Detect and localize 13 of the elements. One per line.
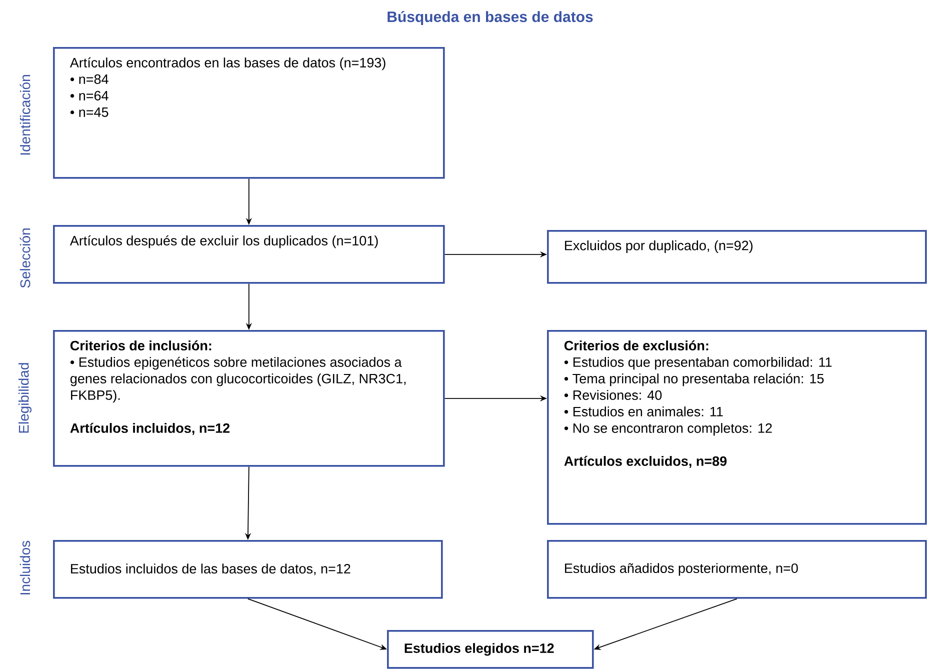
phase-label: Elegibilidad (18, 363, 32, 433)
process-box: Artículos encontrados en las bases de datos (n=193) • n=84 • n=64 • n=45 (53, 47, 445, 179)
process-box: Estudios incluidos de las bases de datos, n=12 (53, 540, 443, 599)
phase-label: Selección (20, 228, 30, 288)
phase-label: Identificación (20, 75, 30, 155)
process-box: Criterios de exclusión: • Estudios que presentaban comorbilidad: 11 • Tema principal no presentaba relación: 15 • Revisiones: 40 • Estudios en animales: 11 • No se encontraron completos: 12 Artículos excluidos, n=89 (547, 330, 927, 525)
title: Búsqueda en bases de datos (388, 10, 593, 26)
process-box: Criterios de inclusión: • Estudios epigenéticos sobre metilaciones asociados a genes relacionados con glucocorticoides (GILZ, NR3C1, FKBP5). Artículos incluidos, n=12 (53, 330, 445, 467)
process-box: Artículos después de excluir los duplicados (n=101) (53, 225, 445, 284)
process-box: Excluidos por duplicado, (n=92) (547, 230, 927, 284)
process-box: Estudios elegidos n=12 (387, 630, 594, 669)
phase-label: Incluidos (20, 540, 30, 594)
process-box: Estudios añadidos posteriormente, n=0 (547, 540, 927, 599)
